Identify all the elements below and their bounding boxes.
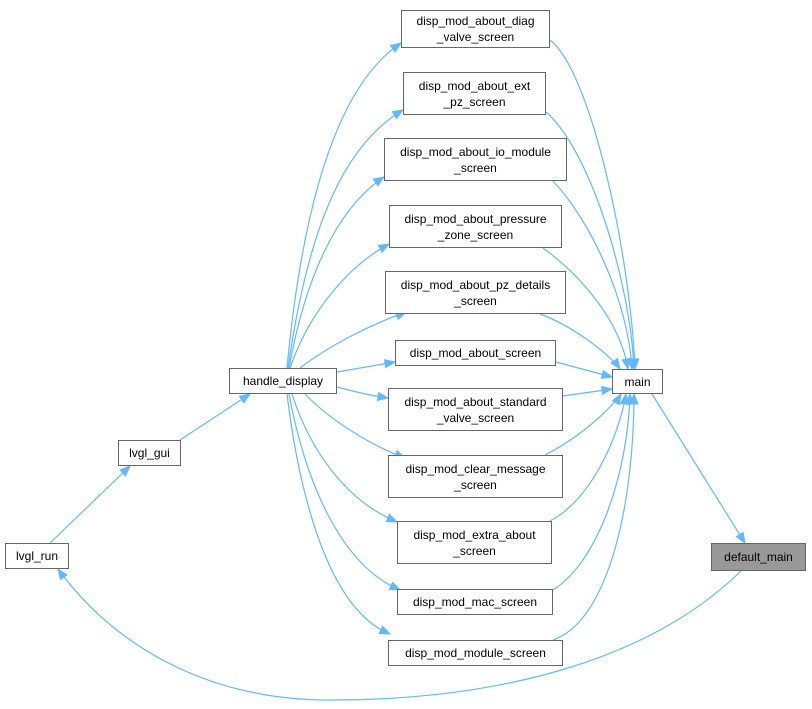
edge-handle-display-to-extra bbox=[291, 393, 398, 523]
edge-module-to-main bbox=[552, 393, 635, 641]
edge-pressure-to-main bbox=[542, 247, 629, 370]
node-disp-mod-about-diag-valve-screen[interactable]: disp_mod_about_diag _valve_screen bbox=[401, 10, 550, 48]
node-disp-mod-module-screen[interactable]: disp_mod_module_screen bbox=[388, 640, 563, 666]
edge-handle-display-to-pz-details bbox=[299, 311, 407, 369]
edge-pressure-to-main-arrowhead bbox=[621, 357, 631, 371]
edge-default-main-to-lvgl-run-arrowhead bbox=[57, 567, 68, 581]
edge-handle-display-to-diag-arrowhead bbox=[389, 42, 403, 53]
edge-handle-display-to-diag bbox=[286, 42, 402, 369]
edge-handle-display-to-module-arrowhead bbox=[378, 625, 392, 635]
edge-io-to-main bbox=[552, 180, 633, 370]
node-disp-mod-about-pressure-zone-screen[interactable]: disp_mod_about_pressure _zone_screen bbox=[389, 205, 562, 248]
edge-diag-to-main bbox=[549, 39, 636, 370]
edge-lvgl-gui-to-handle-display bbox=[179, 393, 251, 441]
edge-handle-display-to-clear bbox=[304, 393, 406, 459]
edge-main-to-default-main-arrowhead bbox=[735, 531, 746, 545]
edge-clear-to-main-arrowhead bbox=[611, 392, 622, 406]
node-disp-mod-clear-message-screen[interactable]: disp_mod_clear_message _screen bbox=[388, 455, 563, 498]
edge-mac-to-main bbox=[552, 393, 631, 591]
node-main[interactable]: main bbox=[612, 369, 663, 394]
edge-handle-display-to-extra-arrowhead bbox=[385, 513, 399, 523]
edge-standard-to-main-arrowhead bbox=[600, 385, 614, 396]
node-disp-mod-about-io-module-screen[interactable]: disp_mod_about_io_module _screen bbox=[384, 138, 567, 181]
node-lvgl-run[interactable]: lvgl_run bbox=[5, 543, 69, 569]
node-disp-mod-extra-about-screen[interactable]: disp_mod_extra_about _screen bbox=[397, 521, 552, 564]
edge-handle-display-to-standard-arrowhead bbox=[376, 391, 390, 402]
node-disp-mod-mac-screen[interactable]: disp_mod_mac_screen bbox=[397, 589, 553, 615]
node-disp-mod-about-pz-details-screen[interactable]: disp_mod_about_pz_details _screen bbox=[385, 271, 566, 314]
edge-lvgl-run-to-lvgl-gui bbox=[49, 465, 131, 544]
edge-handle-display-to-pressure-arrowhead bbox=[377, 243, 391, 254]
edge-lvgl-gui-to-handle-display-arrowhead bbox=[238, 393, 252, 404]
node-default-main[interactable]: default_main bbox=[711, 543, 806, 571]
node-disp-mod-about-screen[interactable]: disp_mod_about_screen bbox=[395, 340, 556, 366]
edge-ext-to-main bbox=[545, 111, 635, 370]
edge-main-to-default-main bbox=[651, 393, 746, 544]
edge-handle-display-to-ext bbox=[287, 109, 404, 369]
edge-handle-display-to-mac bbox=[288, 393, 401, 591]
node-disp-mod-about-standard-valve-screen[interactable]: disp_mod_about_standard _valve_screen bbox=[388, 388, 563, 431]
node-disp-mod-about-ext-pz-screen[interactable]: disp_mod_about_ext _pz_screen bbox=[403, 72, 546, 115]
node-lvgl-gui[interactable]: lvgl_gui bbox=[118, 440, 181, 466]
edge-default-main-to-lvgl-run bbox=[57, 568, 742, 701]
edge-handle-display-to-module bbox=[286, 393, 391, 635]
edge-lvgl-run-to-lvgl-gui-arrowhead bbox=[119, 465, 131, 477]
edge-pz-details-to-main-arrowhead bbox=[610, 357, 621, 371]
edge-about-to-main-arrowhead bbox=[600, 369, 614, 379]
edge-handle-display-to-about-arrowhead bbox=[383, 359, 397, 369]
edge-handle-display-to-pressure bbox=[289, 243, 390, 369]
edge-module-to-main-arrowhead bbox=[629, 392, 639, 405]
edge-handle-display-to-ext-arrowhead bbox=[391, 109, 405, 120]
edge-handle-display-to-mac-arrowhead bbox=[388, 581, 402, 591]
edge-handle-display-to-io-arrowhead bbox=[372, 176, 386, 187]
edge-handle-display-to-io bbox=[288, 176, 385, 369]
edge-extra-to-main bbox=[549, 393, 627, 522]
node-handle-display[interactable]: handle_display bbox=[229, 368, 337, 394]
